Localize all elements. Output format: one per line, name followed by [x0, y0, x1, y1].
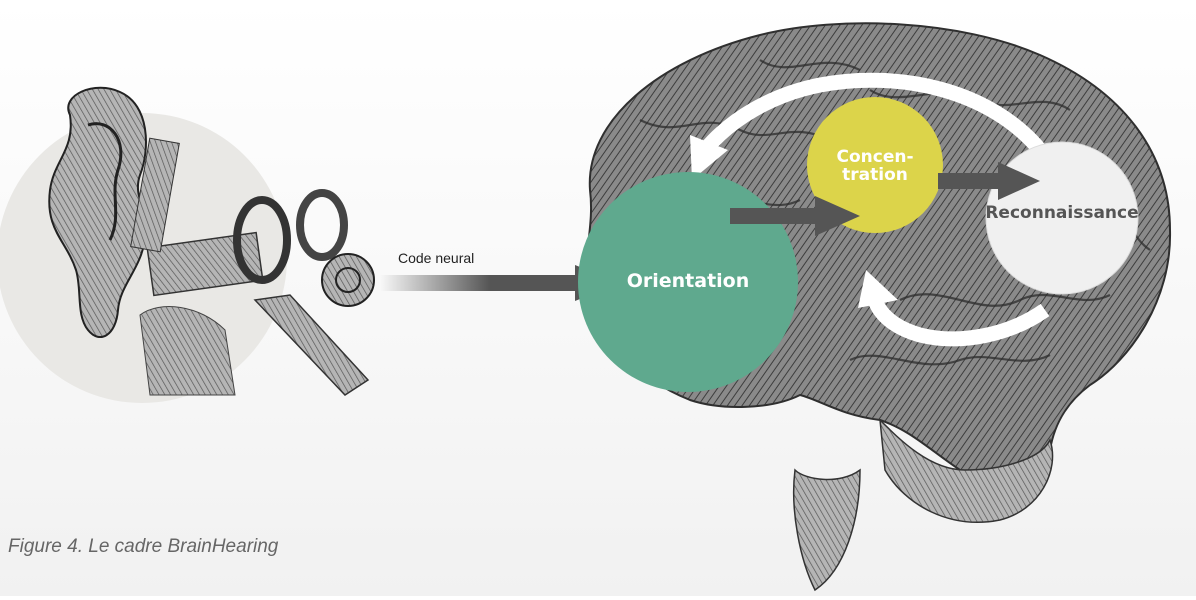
- concentration-label: Concen- tration: [836, 147, 914, 185]
- ear-illustration-icon: [0, 86, 375, 403]
- orientation-node: [578, 172, 798, 392]
- orientation-label: Orientation: [626, 270, 750, 292]
- process-arrows: [730, 162, 1040, 236]
- neural-code-label: Code neural: [398, 250, 475, 266]
- recognition-label: Reconnaissance: [985, 203, 1139, 223]
- figure-caption: Figure 4. Le cadre BrainHearing: [8, 536, 279, 557]
- feedback-arrows: [690, 72, 1050, 347]
- concentration-node: [807, 97, 943, 233]
